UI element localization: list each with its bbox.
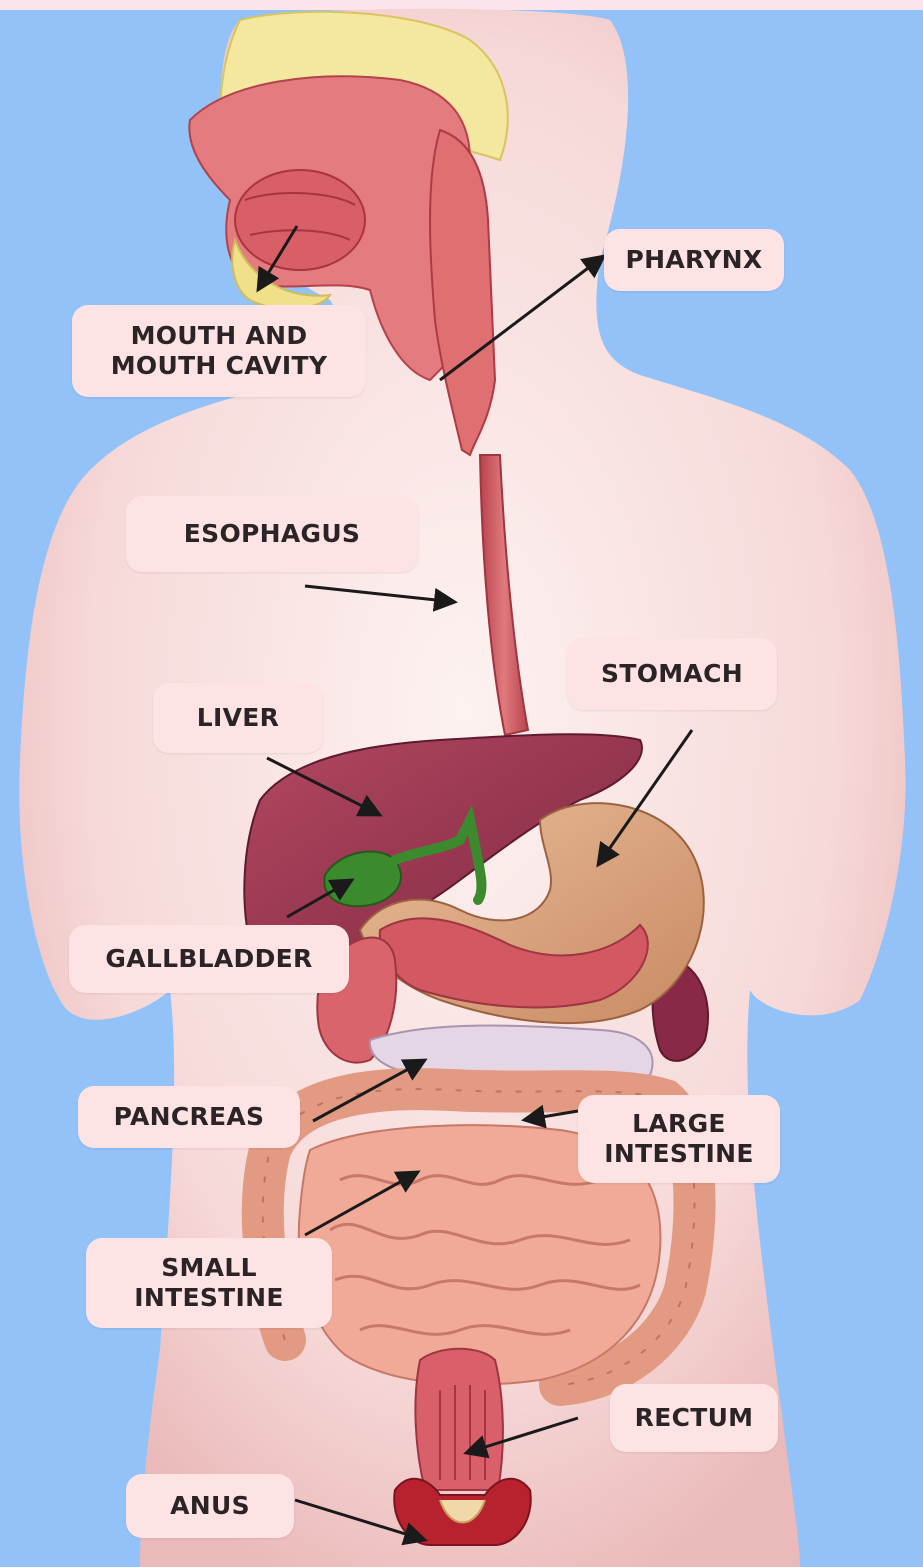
- label-large-intestine: LARGE INTESTINE: [578, 1095, 780, 1183]
- rectum-shape: [415, 1349, 503, 1490]
- label-anus-text: ANUS: [170, 1491, 250, 1521]
- label-pharynx: PHARYNX: [604, 229, 784, 291]
- top-strip: [0, 0, 923, 10]
- label-mouth-line-1: MOUTH AND: [131, 321, 308, 351]
- label-pancreas: PANCREAS: [78, 1086, 300, 1148]
- label-liver: LIVER: [153, 683, 323, 753]
- label-pharynx-text: PHARYNX: [626, 245, 763, 275]
- label-rectum: RECTUM: [610, 1384, 778, 1452]
- label-large-intestine-line-1: LARGE: [632, 1109, 726, 1139]
- label-small-intestine-line-2: INTESTINE: [134, 1283, 283, 1313]
- label-liver-text: LIVER: [197, 703, 279, 733]
- label-small-intestine-line-1: SMALL: [161, 1253, 257, 1283]
- label-anus: ANUS: [126, 1474, 294, 1538]
- label-stomach: STOMACH: [567, 638, 777, 710]
- label-esophagus: ESOPHAGUS: [126, 496, 418, 572]
- label-large-intestine-line-2: INTESTINE: [604, 1139, 753, 1169]
- label-gallbladder-text: GALLBLADDER: [105, 944, 312, 974]
- label-mouth-and-mouth-cavity: MOUTH AND MOUTH CAVITY: [72, 305, 366, 397]
- label-stomach-text: STOMACH: [601, 659, 743, 689]
- label-small-intestine: SMALL INTESTINE: [86, 1238, 332, 1328]
- label-pancreas-text: PANCREAS: [114, 1102, 265, 1132]
- label-esophagus-text: ESOPHAGUS: [184, 519, 360, 549]
- label-gallbladder: GALLBLADDER: [69, 925, 349, 993]
- label-mouth-line-2: MOUTH CAVITY: [111, 351, 328, 381]
- label-rectum-text: RECTUM: [635, 1403, 754, 1433]
- tongue-shape: [235, 170, 365, 270]
